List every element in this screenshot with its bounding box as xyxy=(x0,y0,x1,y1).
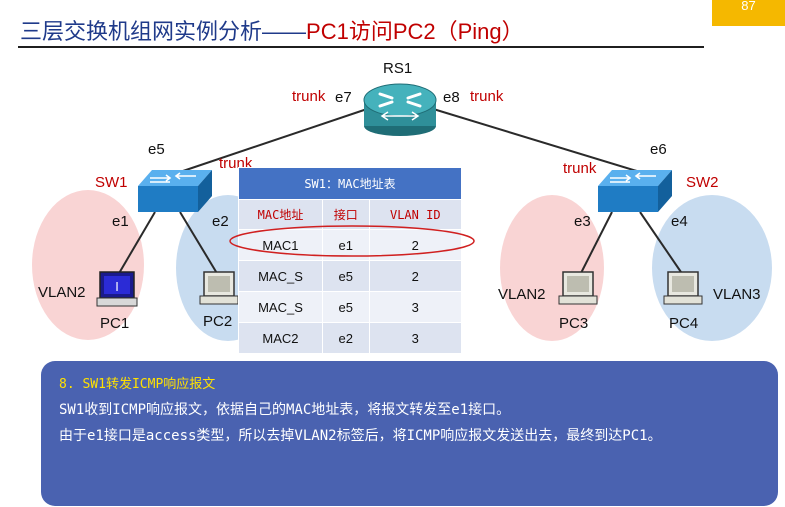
table-cell: e5 xyxy=(321,291,370,323)
table-row: MAC2 e2 3 xyxy=(238,322,463,354)
trunk-label-sw2: trunk xyxy=(563,160,597,177)
pc1-screen-mark: I xyxy=(115,280,119,294)
switch-sw2-name: SW2 xyxy=(686,174,719,191)
pc4-icon xyxy=(663,271,703,305)
pc2-icon xyxy=(199,271,239,305)
mac-address-table: SW1：MAC地址表 MAC地址 接口 VLAN ID MAC1 e1 2 MA… xyxy=(238,167,463,354)
table-cell: MAC_S xyxy=(238,291,323,323)
switch-sw1-icon xyxy=(138,170,212,212)
link-rs1-sw2 xyxy=(429,107,641,173)
port-e2: e2 xyxy=(212,213,229,230)
title-divider xyxy=(18,46,704,48)
router-icon xyxy=(363,83,437,136)
link-sw1-pc2 xyxy=(179,211,219,276)
table-cell: e5 xyxy=(321,260,370,292)
pc4-name: PC4 xyxy=(669,315,699,332)
port-e7: e7 xyxy=(335,89,352,106)
port-e3: e3 xyxy=(574,213,591,230)
vlan-label-pc1: VLAN2 xyxy=(38,284,86,301)
info-box: 8. SW1转发ICMP响应报文 SW1收到ICMP响应报文，依据自己的MAC地… xyxy=(41,361,778,506)
table-row: MAC_S e5 2 xyxy=(238,260,463,292)
pc1-name: PC1 xyxy=(100,315,130,332)
pc1-icon: I xyxy=(96,271,138,307)
port-e1: e1 xyxy=(112,213,129,230)
router-name: RS1 xyxy=(383,60,413,77)
table-cell: e2 xyxy=(321,322,370,354)
link-sw1-pc1 xyxy=(117,211,156,276)
info-line-1: SW1收到ICMP响应报文，依据自己的MAC地址表，将报文转发至e1接口。 xyxy=(59,402,511,418)
pc3-name: PC3 xyxy=(559,315,589,332)
vlan-label-pc4: VLAN3 xyxy=(713,286,761,303)
table-cell: 3 xyxy=(368,291,463,323)
mac-table-header-port: 接口 xyxy=(321,199,370,230)
table-cell: MAC_S xyxy=(238,260,323,292)
page-number: 87 xyxy=(712,0,785,26)
pc3-icon xyxy=(558,271,598,305)
port-e6: e6 xyxy=(650,141,667,158)
port-e8: e8 xyxy=(443,89,460,106)
table-row: MAC_S e5 3 xyxy=(238,291,463,323)
table-cell: 3 xyxy=(368,322,463,354)
mac1-row-highlight xyxy=(229,225,475,257)
switch-sw2-icon xyxy=(598,170,672,212)
info-line-2: 由于e1接口是access类型，所以去掉VLAN2标签后，将ICMP响应报文发送… xyxy=(59,428,662,444)
trunk-label-rs1-left: trunk xyxy=(292,88,326,105)
vlan-label-pc3: VLAN2 xyxy=(498,286,546,303)
step-heading: 8. SW1转发ICMP响应报文 xyxy=(59,377,216,392)
port-e5: e5 xyxy=(148,141,165,158)
link-sw2-pc3 xyxy=(579,211,613,276)
link-sw2-pc4 xyxy=(639,211,684,276)
switch-sw1-name: SW1 xyxy=(95,174,128,191)
link-rs1-sw1 xyxy=(179,107,371,173)
port-e4: e4 xyxy=(671,213,688,230)
page-title: 三层交换机组网实例分析——PC1访问PC2（Ping） xyxy=(20,19,524,44)
pc2-name: PC2 xyxy=(203,313,233,330)
trunk-label-rs1-right: trunk xyxy=(470,88,504,105)
mac-table-header-vlan: VLAN ID xyxy=(368,199,463,230)
table-cell: MAC2 xyxy=(238,322,323,354)
table-cell: 2 xyxy=(368,260,463,292)
